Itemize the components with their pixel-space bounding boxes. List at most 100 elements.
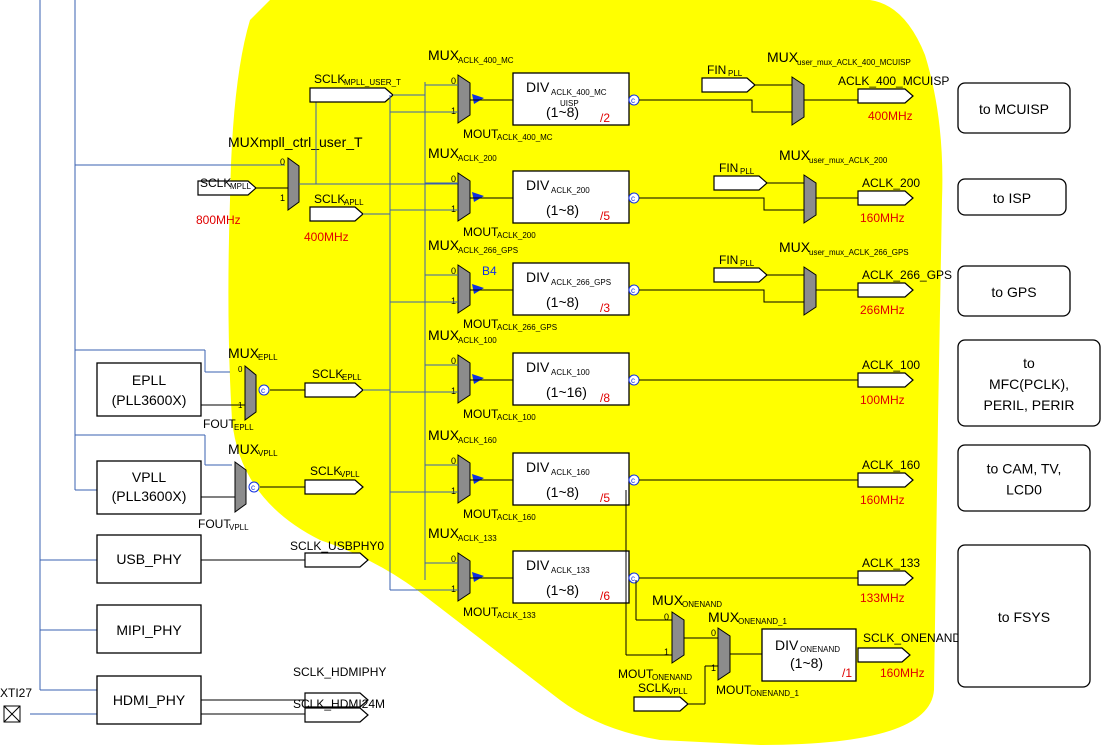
svg-text:1: 1 xyxy=(664,647,669,657)
output-label: ACLK_133 xyxy=(862,556,920,570)
div-factor: /8 xyxy=(600,391,610,405)
output-signal xyxy=(857,570,914,586)
user-mux-label-sub: user_mux_ACLK_200 xyxy=(809,156,888,165)
mout-label: MOUT xyxy=(463,225,499,239)
svg-text:c: c xyxy=(631,194,635,203)
mux-label-sub: ACLK_400_MC xyxy=(458,56,514,65)
svg-text:0: 0 xyxy=(451,554,456,564)
pll-epll: EPLL (PLL3600X) xyxy=(96,362,202,417)
destination-text: to ISP xyxy=(993,190,1031,206)
svg-text:FOUT: FOUT xyxy=(203,417,236,431)
mux-vpll: MUX VPLL c SCLK VPLL FOUT VPLL xyxy=(198,441,364,532)
div-label: DIV xyxy=(526,359,550,375)
svg-text:MUX: MUX xyxy=(708,609,740,625)
left-bus xyxy=(30,0,285,715)
destination-box: to FSYS xyxy=(957,544,1091,688)
svg-text:800MHz: 800MHz xyxy=(196,213,241,227)
div-label-sub: ACLK_100 xyxy=(551,368,590,377)
div-label: DIV xyxy=(526,459,550,475)
usbphy-label: SCLK_USBPHY0 xyxy=(290,539,384,553)
svg-text:MUX: MUX xyxy=(652,592,684,608)
div-label: DIV xyxy=(526,177,550,193)
output-label: ACLK_100 xyxy=(862,358,920,372)
mux-gate xyxy=(457,264,471,314)
mux-epll: MUX EPLL 0 1 c SCLK EPLL FOUT EPLL xyxy=(201,345,364,432)
svg-text:VPLL: VPLL xyxy=(258,449,278,458)
svg-text:1: 1 xyxy=(451,106,456,116)
svg-text:SCLK: SCLK xyxy=(638,681,669,695)
phy-hdmi: HDMI_PHY xyxy=(96,675,202,725)
div-note: UISP xyxy=(560,99,579,108)
mux-gate xyxy=(457,454,471,504)
user-mux-label: MUX xyxy=(779,147,811,163)
div-factor: /2 xyxy=(600,111,610,125)
user-mux-label: MUX xyxy=(767,49,799,65)
svg-text:MIPI_PHY: MIPI_PHY xyxy=(116,622,182,638)
destination-text: to GPS xyxy=(991,284,1036,300)
destination-text: to xyxy=(1023,355,1035,371)
svg-text:0: 0 xyxy=(451,76,456,86)
output-signal xyxy=(857,472,914,488)
div-label-sub: ACLK_200 xyxy=(551,186,590,195)
output-label: ACLK_160 xyxy=(862,458,920,472)
hdmiphy-label: SCLK_HDMIPHY xyxy=(293,665,386,679)
svg-text:c: c xyxy=(261,386,265,395)
destination-text: to CAM, TV, xyxy=(987,461,1062,477)
svg-text:0: 0 xyxy=(280,157,285,167)
destination-text: to FSYS xyxy=(998,609,1050,625)
div-box xyxy=(512,72,630,126)
svg-text:SCLK: SCLK xyxy=(314,72,345,86)
mout-label-sub: ACLK_200 xyxy=(497,231,536,240)
div-label-sub: ACLK_400_MC xyxy=(551,88,607,97)
svg-text:c: c xyxy=(631,574,635,583)
output-signal xyxy=(857,88,914,104)
svg-text:c: c xyxy=(631,286,635,295)
mux-label-sub: ACLK_133 xyxy=(458,534,497,543)
destination-text: LCD0 xyxy=(1006,482,1042,498)
svg-text:USB_PHY: USB_PHY xyxy=(116,551,182,567)
output-signal xyxy=(857,282,914,298)
mout-label-sub: ACLK_266_GPS xyxy=(497,323,557,332)
output-label: ACLK_400_MCUISP xyxy=(838,74,949,88)
mux-label-sub: ACLK_266_GPS xyxy=(458,246,518,255)
destination-box: to CAM, TV, LCD0 xyxy=(957,444,1091,512)
div-label: DIV xyxy=(526,79,550,95)
svg-text:ONENAND_1: ONENAND_1 xyxy=(750,689,799,698)
output-signal xyxy=(857,190,914,206)
output-freq: 100MHz xyxy=(860,393,905,407)
svg-text:(1~8): (1~8) xyxy=(790,655,823,671)
svg-text:400MHz: 400MHz xyxy=(304,230,349,244)
svg-text:ONENAND: ONENAND xyxy=(682,600,722,609)
output-freq: 160MHz xyxy=(860,211,905,225)
svg-text:1: 1 xyxy=(451,386,456,396)
output-label: ACLK_266_GPS xyxy=(862,268,952,282)
mux-label: MUX xyxy=(428,427,460,443)
svg-text:VPLL: VPLL xyxy=(340,470,360,479)
output-signal xyxy=(857,372,914,388)
output-freq: 160MHz xyxy=(860,493,905,507)
pll-name: VPLL xyxy=(132,469,166,485)
distribution-bus xyxy=(316,82,458,590)
svg-text:HDMI_PHY: HDMI_PHY xyxy=(113,692,186,708)
svg-text:1: 1 xyxy=(451,486,456,496)
svg-text:c: c xyxy=(251,483,255,492)
div-box xyxy=(512,550,630,604)
svg-text:1: 1 xyxy=(451,584,456,594)
mout-label-sub: ACLK_100 xyxy=(497,413,536,422)
svg-text:c: c xyxy=(631,476,635,485)
fin-label-sub: PLL xyxy=(740,167,755,176)
mux-gate xyxy=(457,74,471,124)
svg-text:0: 0 xyxy=(451,456,456,466)
destination-text: MFC(PCLK), xyxy=(989,376,1069,392)
fin-label-sub: PLL xyxy=(728,69,743,78)
svg-text:0: 0 xyxy=(451,266,456,276)
svg-text:ONENAND: ONENAND xyxy=(652,673,692,682)
user-mux-label-sub: user_mux_ACLK_400_MCUISP xyxy=(797,58,911,67)
div-box xyxy=(512,170,630,224)
svg-text:SCLK: SCLK xyxy=(314,192,345,206)
mout-label: MOUT xyxy=(463,127,499,141)
svg-text:EPLL: EPLL xyxy=(342,373,362,382)
row-tag: B4 xyxy=(482,264,497,278)
